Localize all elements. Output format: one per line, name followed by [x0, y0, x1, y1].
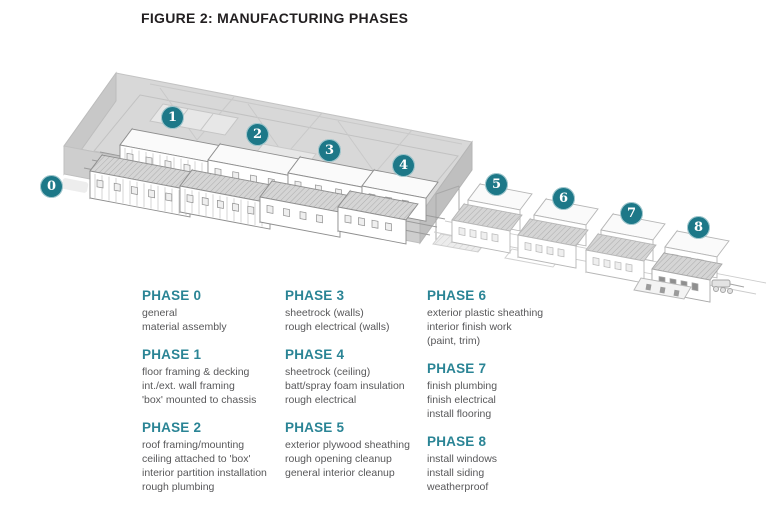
phase-marker-2: 2 — [246, 123, 269, 146]
phase-2-legend: PHASE 2 roof framing/mounting ceiling at… — [142, 420, 285, 494]
phase-5-legend: PHASE 5 exterior plywood sheathing rough… — [285, 420, 428, 480]
phase-3-heading: PHASE 3 — [285, 288, 345, 303]
phase-6-legend: PHASE 6 exterior plastic sheathing inter… — [427, 288, 570, 348]
phase-1-legend: PHASE 1 floor framing & decking int./ext… — [142, 347, 285, 407]
phase-marker-8: 8 — [687, 216, 710, 239]
phase-7-heading: PHASE 7 — [427, 361, 487, 376]
legend-column-2: PHASE 3 sheetrock (walls) rough electric… — [285, 288, 428, 493]
phase-8-heading: PHASE 8 — [427, 434, 487, 449]
phase-0-heading: PHASE 0 — [142, 288, 202, 303]
siding-panel — [633, 277, 692, 300]
phase-4-legend: PHASE 4 sheetrock (ceiling) batt/spray f… — [285, 347, 428, 407]
phase-marker-1: 1 — [161, 106, 184, 129]
phase-1-heading: PHASE 1 — [142, 347, 202, 362]
phase-3-legend: PHASE 3 sheetrock (walls) rough electric… — [285, 288, 428, 334]
phase-2-heading: PHASE 2 — [142, 420, 202, 435]
phase-6-heading: PHASE 6 — [427, 288, 487, 303]
phase-marker-7: 7 — [620, 202, 643, 225]
phase-modules — [89, 127, 730, 303]
phase-marker-4: 4 — [392, 154, 415, 177]
phase-7-legend: PHASE 7 finish plumbing finish electrica… — [427, 361, 570, 421]
phase-4-heading: PHASE 4 — [285, 347, 345, 362]
figure-title: FIGURE 2: MANUFACTURING PHASES — [141, 10, 409, 26]
phase-0-legend: PHASE 0 general material assembly — [142, 288, 285, 334]
phase-marker-3: 3 — [318, 139, 341, 162]
legend-column-3: PHASE 6 exterior plastic sheathing inter… — [427, 288, 570, 507]
phase-8-legend: PHASE 8 install windows install siding w… — [427, 434, 570, 494]
legend-column-1: PHASE 0 general material assembly PHASE … — [142, 288, 285, 507]
phase-marker-0: 0 — [40, 175, 63, 198]
tow-tractor — [711, 279, 745, 294]
phase-marker-6: 6 — [552, 187, 575, 210]
phase-5-heading: PHASE 5 — [285, 420, 345, 435]
phase-marker-5: 5 — [485, 173, 508, 196]
